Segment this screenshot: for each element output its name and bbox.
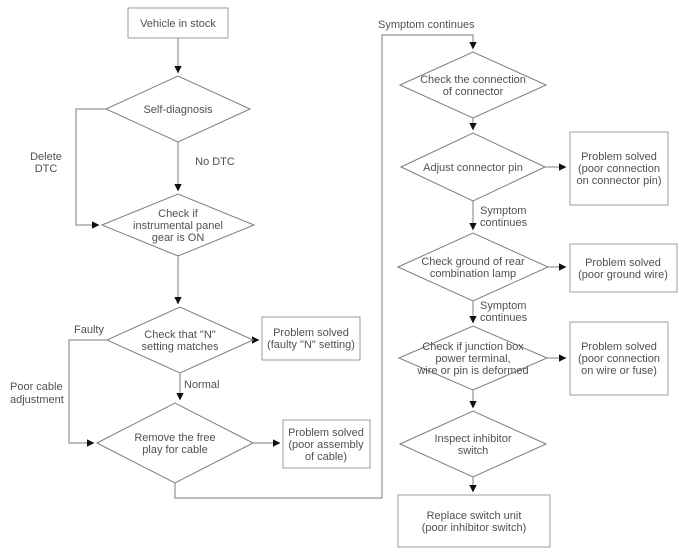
node-vehicle-in-stock (127, 7, 229, 39)
node-check-connector (398, 51, 548, 119)
node-check-junction-box (397, 325, 549, 391)
solved-ground-wire-label: Problem solved(poor ground wire) (578, 257, 668, 281)
edge-faulty-loop (68, 339, 107, 447)
node-check-panel-gear (100, 193, 256, 257)
node-solved-poor-assembly (282, 419, 371, 469)
adjust-connector-pin-label: Adjust connector pin (423, 162, 523, 174)
node-solved-connector-pin (569, 131, 669, 206)
no-dtc-label: No DTC (195, 156, 235, 168)
solved-faulty-n-label: Problem solved(faulty "N" setting) (267, 327, 355, 351)
node-self-diagnosis (104, 75, 252, 143)
edge-delete-dtc-loop (75, 108, 106, 229)
edge-symptom-continues-to-right-column (174, 34, 477, 499)
node-solved-ground-wire (569, 243, 678, 293)
vehicle-in-stock-label: Vehicle in stock (140, 18, 216, 30)
node-check-ground (396, 232, 550, 302)
node-inspect-inhibitor (398, 410, 548, 478)
node-solved-faulty-n (261, 316, 361, 361)
node-solved-wire-fuse (569, 321, 669, 396)
normal-label: Normal (184, 379, 219, 391)
faulty-label: Faulty (74, 324, 104, 336)
replace-switch-label: Replace switch unit(poor inhibitor switc… (422, 510, 527, 534)
node-remove-free-play (95, 402, 255, 484)
node-check-n-setting (105, 306, 255, 374)
self-diagnosis-label: Self-diagnosis (143, 104, 213, 116)
node-adjust-connector-pin (399, 132, 547, 202)
check-n-setting-label: Check that "N"setting matches (141, 329, 219, 353)
node-replace-switch (397, 494, 551, 548)
symptom-continues-top-label: Symptom continues (378, 19, 475, 31)
